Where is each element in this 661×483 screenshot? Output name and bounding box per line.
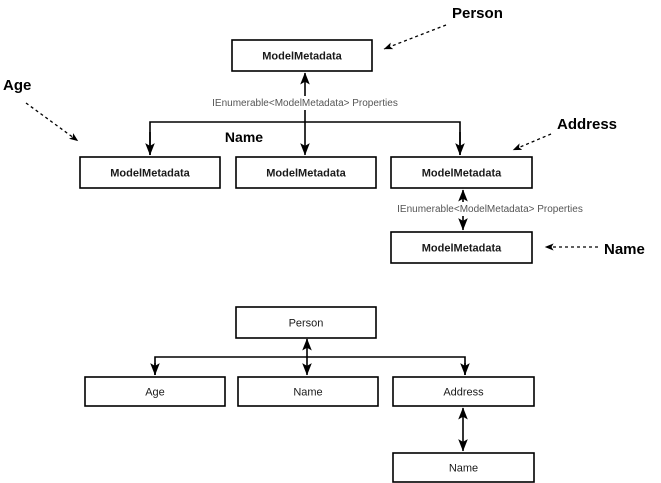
node-label: Name [449, 462, 478, 474]
node-mm-root[interactable]: ModelMetadata [231, 39, 373, 72]
node-label: Person [289, 317, 324, 329]
node-person[interactable]: Person [235, 306, 377, 339]
node-label: ModelMetadata [262, 50, 342, 62]
node-person-address[interactable]: Address [392, 376, 535, 407]
node-label: Address [443, 386, 484, 398]
node-mm-address[interactable]: ModelMetadata [390, 156, 533, 189]
node-box [79, 156, 221, 189]
annotation-label: Name [604, 241, 645, 258]
node-person-age[interactable]: Age [84, 376, 226, 407]
upper-diagram-group: ModelMetadata ModelMetadata ModelMetadat… [3, 5, 645, 264]
node-label: ModelMetadata [110, 167, 190, 179]
node-box [235, 306, 377, 339]
label-name-overlay: Name [218, 128, 272, 147]
annotation-label: Address [557, 116, 617, 133]
annotation-person: Person [383, 5, 503, 50]
edge-bus-lower [154, 356, 466, 375]
node-person-name[interactable]: Name [237, 376, 379, 407]
label-backing [218, 128, 272, 147]
node-box [237, 376, 379, 407]
node-address-name[interactable]: Name [392, 452, 535, 483]
node-box [390, 156, 533, 189]
node-box [392, 376, 535, 407]
node-mm-address-name[interactable]: ModelMetadata [390, 231, 533, 264]
node-mm-age[interactable]: ModelMetadata [79, 156, 221, 189]
annotation-label: Person [452, 5, 503, 22]
caption-text: IEnumerable<ModelMetadata> Properties [212, 98, 398, 109]
label-text: Name [225, 129, 263, 145]
node-box [84, 376, 226, 407]
node-mm-name[interactable]: ModelMetadata [235, 156, 377, 189]
node-box [392, 452, 535, 483]
node-label: ModelMetadata [422, 167, 502, 179]
node-label: Age [145, 386, 165, 398]
caption-address-properties: IEnumerable<ModelMetadata> Properties [374, 202, 606, 216]
caption-text: IEnumerable<ModelMetadata> Properties [397, 204, 583, 215]
lower-diagram-group: Person Age Name Address Name [84, 306, 535, 483]
caption-backing [189, 96, 421, 110]
annotation-address: Address [512, 116, 617, 151]
node-label: ModelMetadata [422, 242, 502, 254]
caption-root-properties: IEnumerable<ModelMetadata> Properties [189, 96, 421, 110]
annotation-leader [512, 133, 552, 151]
node-box [231, 39, 373, 72]
annotation-name: Name [544, 241, 645, 258]
node-label: ModelMetadata [266, 167, 346, 179]
node-box [390, 231, 533, 264]
node-box [235, 156, 377, 189]
annotation-label: Age [3, 77, 31, 94]
annotation-age: Age [3, 77, 79, 142]
annotation-leader [383, 24, 447, 50]
annotation-leader [25, 102, 79, 142]
node-label: Name [293, 386, 322, 398]
caption-backing [374, 202, 606, 216]
